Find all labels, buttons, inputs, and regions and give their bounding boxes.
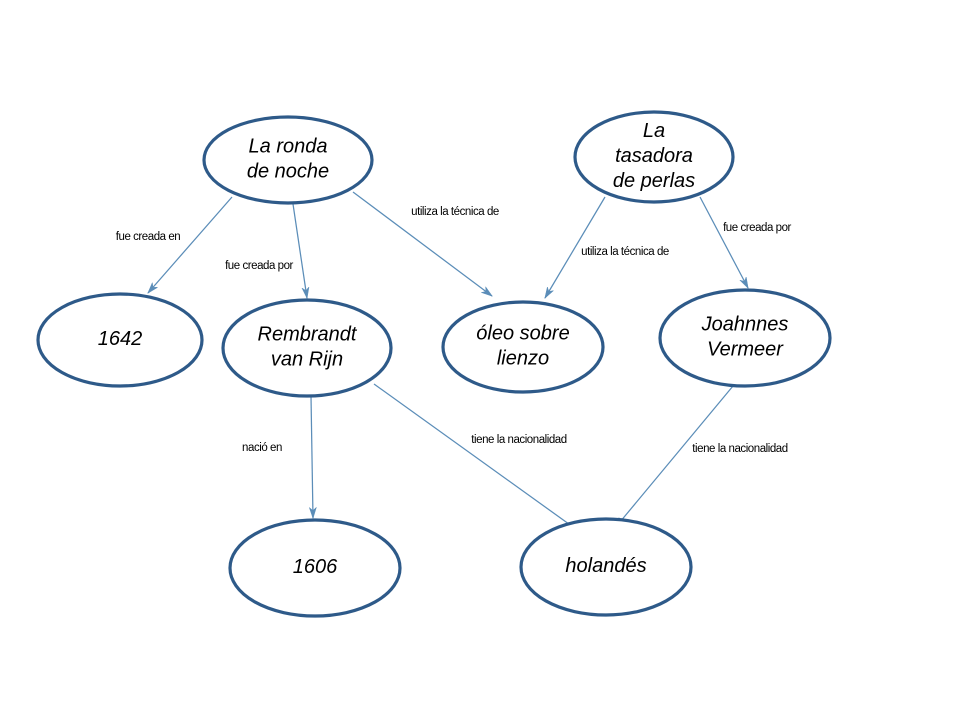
node-label-line: de noche <box>247 161 329 183</box>
node-label-line: La ronda <box>249 136 328 158</box>
edge-label-ronda-1642: fue creada en <box>116 231 181 243</box>
node-oleo[interactable]: óleo sobre lienzo <box>441 300 605 394</box>
edges-layer <box>148 191 748 532</box>
edge-ronda-oleo <box>352 191 492 296</box>
nodes-layer: La ronda de noche La tasadora de perlas 1642 R… <box>36 110 832 618</box>
edge-tasadora-vermeer <box>699 196 748 288</box>
edge-rembrandt-holandes <box>373 383 580 532</box>
node-label-line: óleo sobre <box>476 323 569 345</box>
edge-label-rembrandt-holandes: tiene la nacionalidad <box>471 434 566 446</box>
node-label-anio1642: 1642 <box>98 328 143 350</box>
node-label-tasadora: La tasadora de perlas <box>613 120 695 192</box>
node-anio1606[interactable]: 1606 <box>228 518 402 618</box>
edge-rembrandt-1606 <box>311 395 313 518</box>
node-label-anio1606: 1606 <box>293 556 338 578</box>
node-shape-holandes[interactable] <box>519 517 693 617</box>
node-label-line: Rembrandt <box>258 324 358 346</box>
node-shape-tasadora[interactable] <box>573 110 735 204</box>
edge-label-rembrandt-1606: nació en <box>242 442 282 454</box>
node-label-line: La <box>643 120 665 142</box>
edge-label-tasadora-oleo: utiliza la técnica de <box>581 246 669 258</box>
node-tasadora[interactable]: La tasadora de perlas <box>573 110 735 204</box>
edge-tasadora-oleo <box>545 196 606 298</box>
node-label-line: van Rijn <box>271 349 343 371</box>
node-label-line: holandés <box>565 555 646 577</box>
node-rembrandt[interactable]: Rembrandt van Rijn <box>221 298 393 398</box>
node-anio1642[interactable]: 1642 <box>36 292 204 388</box>
edge-label-tasadora-vermeer: fue creada por <box>723 222 791 234</box>
node-label-line: Joahnnes <box>701 314 789 336</box>
edge-vermeer-holandes <box>615 385 734 528</box>
node-label-line: lienzo <box>497 348 549 370</box>
node-shape-oleo[interactable] <box>441 300 605 394</box>
node-label-line: 1606 <box>293 556 338 578</box>
edge-label-vermeer-holandes: tiene la nacionalidad <box>692 443 787 455</box>
node-label-rembrandt: Rembrandt van Rijn <box>258 324 358 371</box>
node-ronda[interactable]: La ronda de noche <box>202 115 374 205</box>
node-label-line: Vermeer <box>707 339 784 361</box>
node-label-oleo: óleo sobre lienzo <box>476 323 569 370</box>
edge-label-ronda-rembrandt: fue creada por <box>225 260 293 272</box>
node-shape-anio1642[interactable] <box>36 292 204 388</box>
node-label-line: tasadora <box>615 145 693 167</box>
node-shape-vermeer[interactable] <box>658 288 832 388</box>
node-label-holandes: holandés <box>565 555 646 577</box>
node-shape-anio1606[interactable] <box>228 518 402 618</box>
edge-ronda-rembrandt <box>292 203 307 298</box>
node-shape-ronda[interactable] <box>202 115 374 205</box>
edge-labels-layer: fue creada en fue creada por utiliza la té… <box>116 206 792 455</box>
node-label-ronda: La ronda de noche <box>247 136 329 183</box>
node-label-line: 1642 <box>98 328 143 350</box>
node-holandes[interactable]: holandés <box>519 517 693 617</box>
node-shape-rembrandt[interactable] <box>221 298 393 398</box>
edge-label-ronda-oleo: utiliza la técnica de <box>411 206 499 218</box>
node-label-line: de perlas <box>613 170 695 192</box>
edge-ronda-1642 <box>148 196 233 293</box>
